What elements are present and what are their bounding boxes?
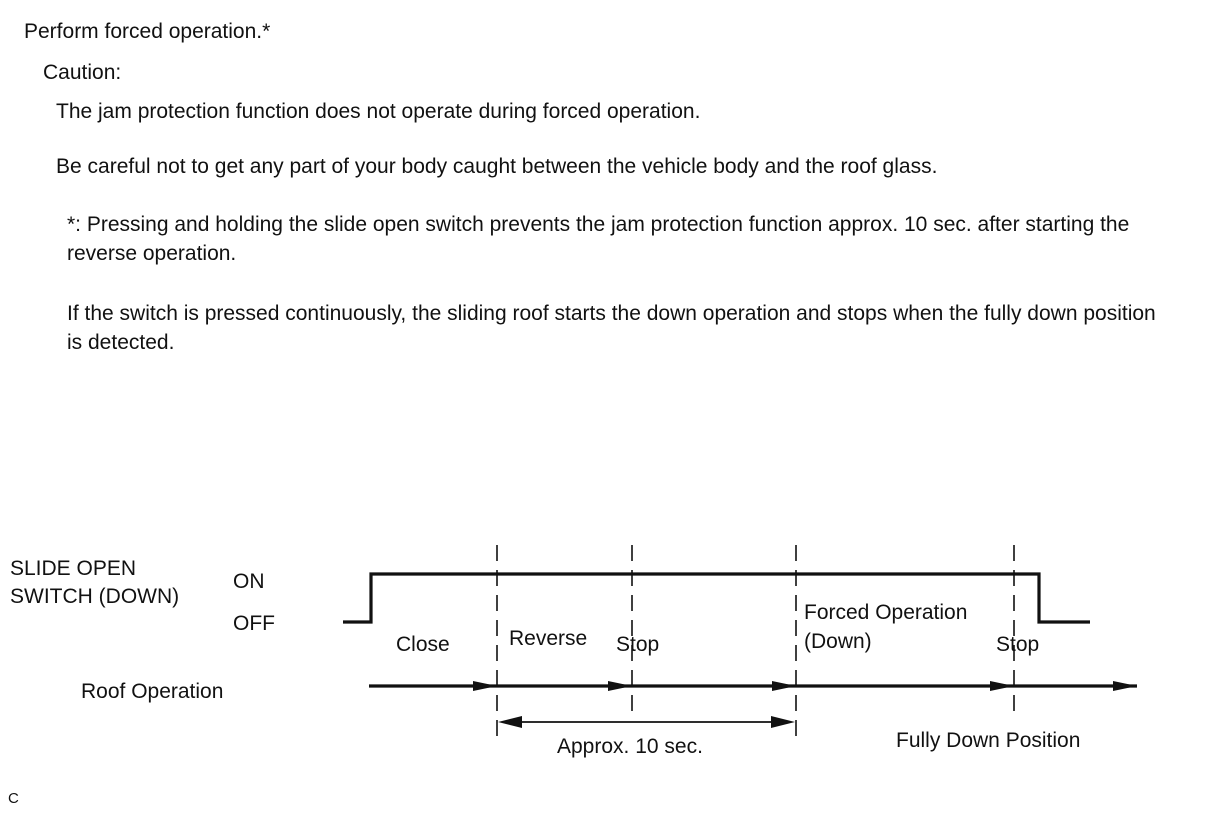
roof-operation-label: Roof Operation bbox=[81, 680, 223, 703]
figure-code: C bbox=[8, 790, 19, 807]
duration-label: Approx. 10 sec. bbox=[557, 735, 703, 758]
phase-label-stop: Stop bbox=[616, 633, 659, 656]
caution-text-2: Be careful not to get any part of your b… bbox=[56, 155, 938, 178]
phase-label-stop-2: Stop bbox=[996, 633, 1039, 656]
on-level-label: ON bbox=[233, 570, 265, 593]
note-text-2: If the switch is pressed continuously, t… bbox=[67, 302, 1156, 354]
switch-label-line2: SWITCH (DOWN) bbox=[10, 585, 179, 608]
switch-label-line1: SLIDE OPEN bbox=[10, 557, 136, 580]
step-instruction: Perform forced operation.* bbox=[24, 20, 271, 43]
note-text-1: *: Pressing and holding the slide open s… bbox=[67, 213, 1130, 265]
duration-arrow-left-head bbox=[498, 716, 522, 728]
position-label: Fully Down Position bbox=[896, 729, 1080, 752]
caution-heading: Caution: bbox=[43, 61, 122, 84]
duration-arrow-right-head bbox=[771, 716, 795, 728]
phase-label-reverse: Reverse bbox=[509, 627, 587, 650]
phase-label-forced-line2: (Down) bbox=[804, 630, 872, 653]
switch-signal-line bbox=[343, 572, 1090, 624]
phase-label-forced-line1: Forced Operation bbox=[804, 601, 967, 624]
phase-label-close: Close bbox=[396, 633, 450, 656]
off-level-label: OFF bbox=[233, 612, 275, 635]
caution-text-1: The jam protection function does not ope… bbox=[56, 100, 701, 123]
